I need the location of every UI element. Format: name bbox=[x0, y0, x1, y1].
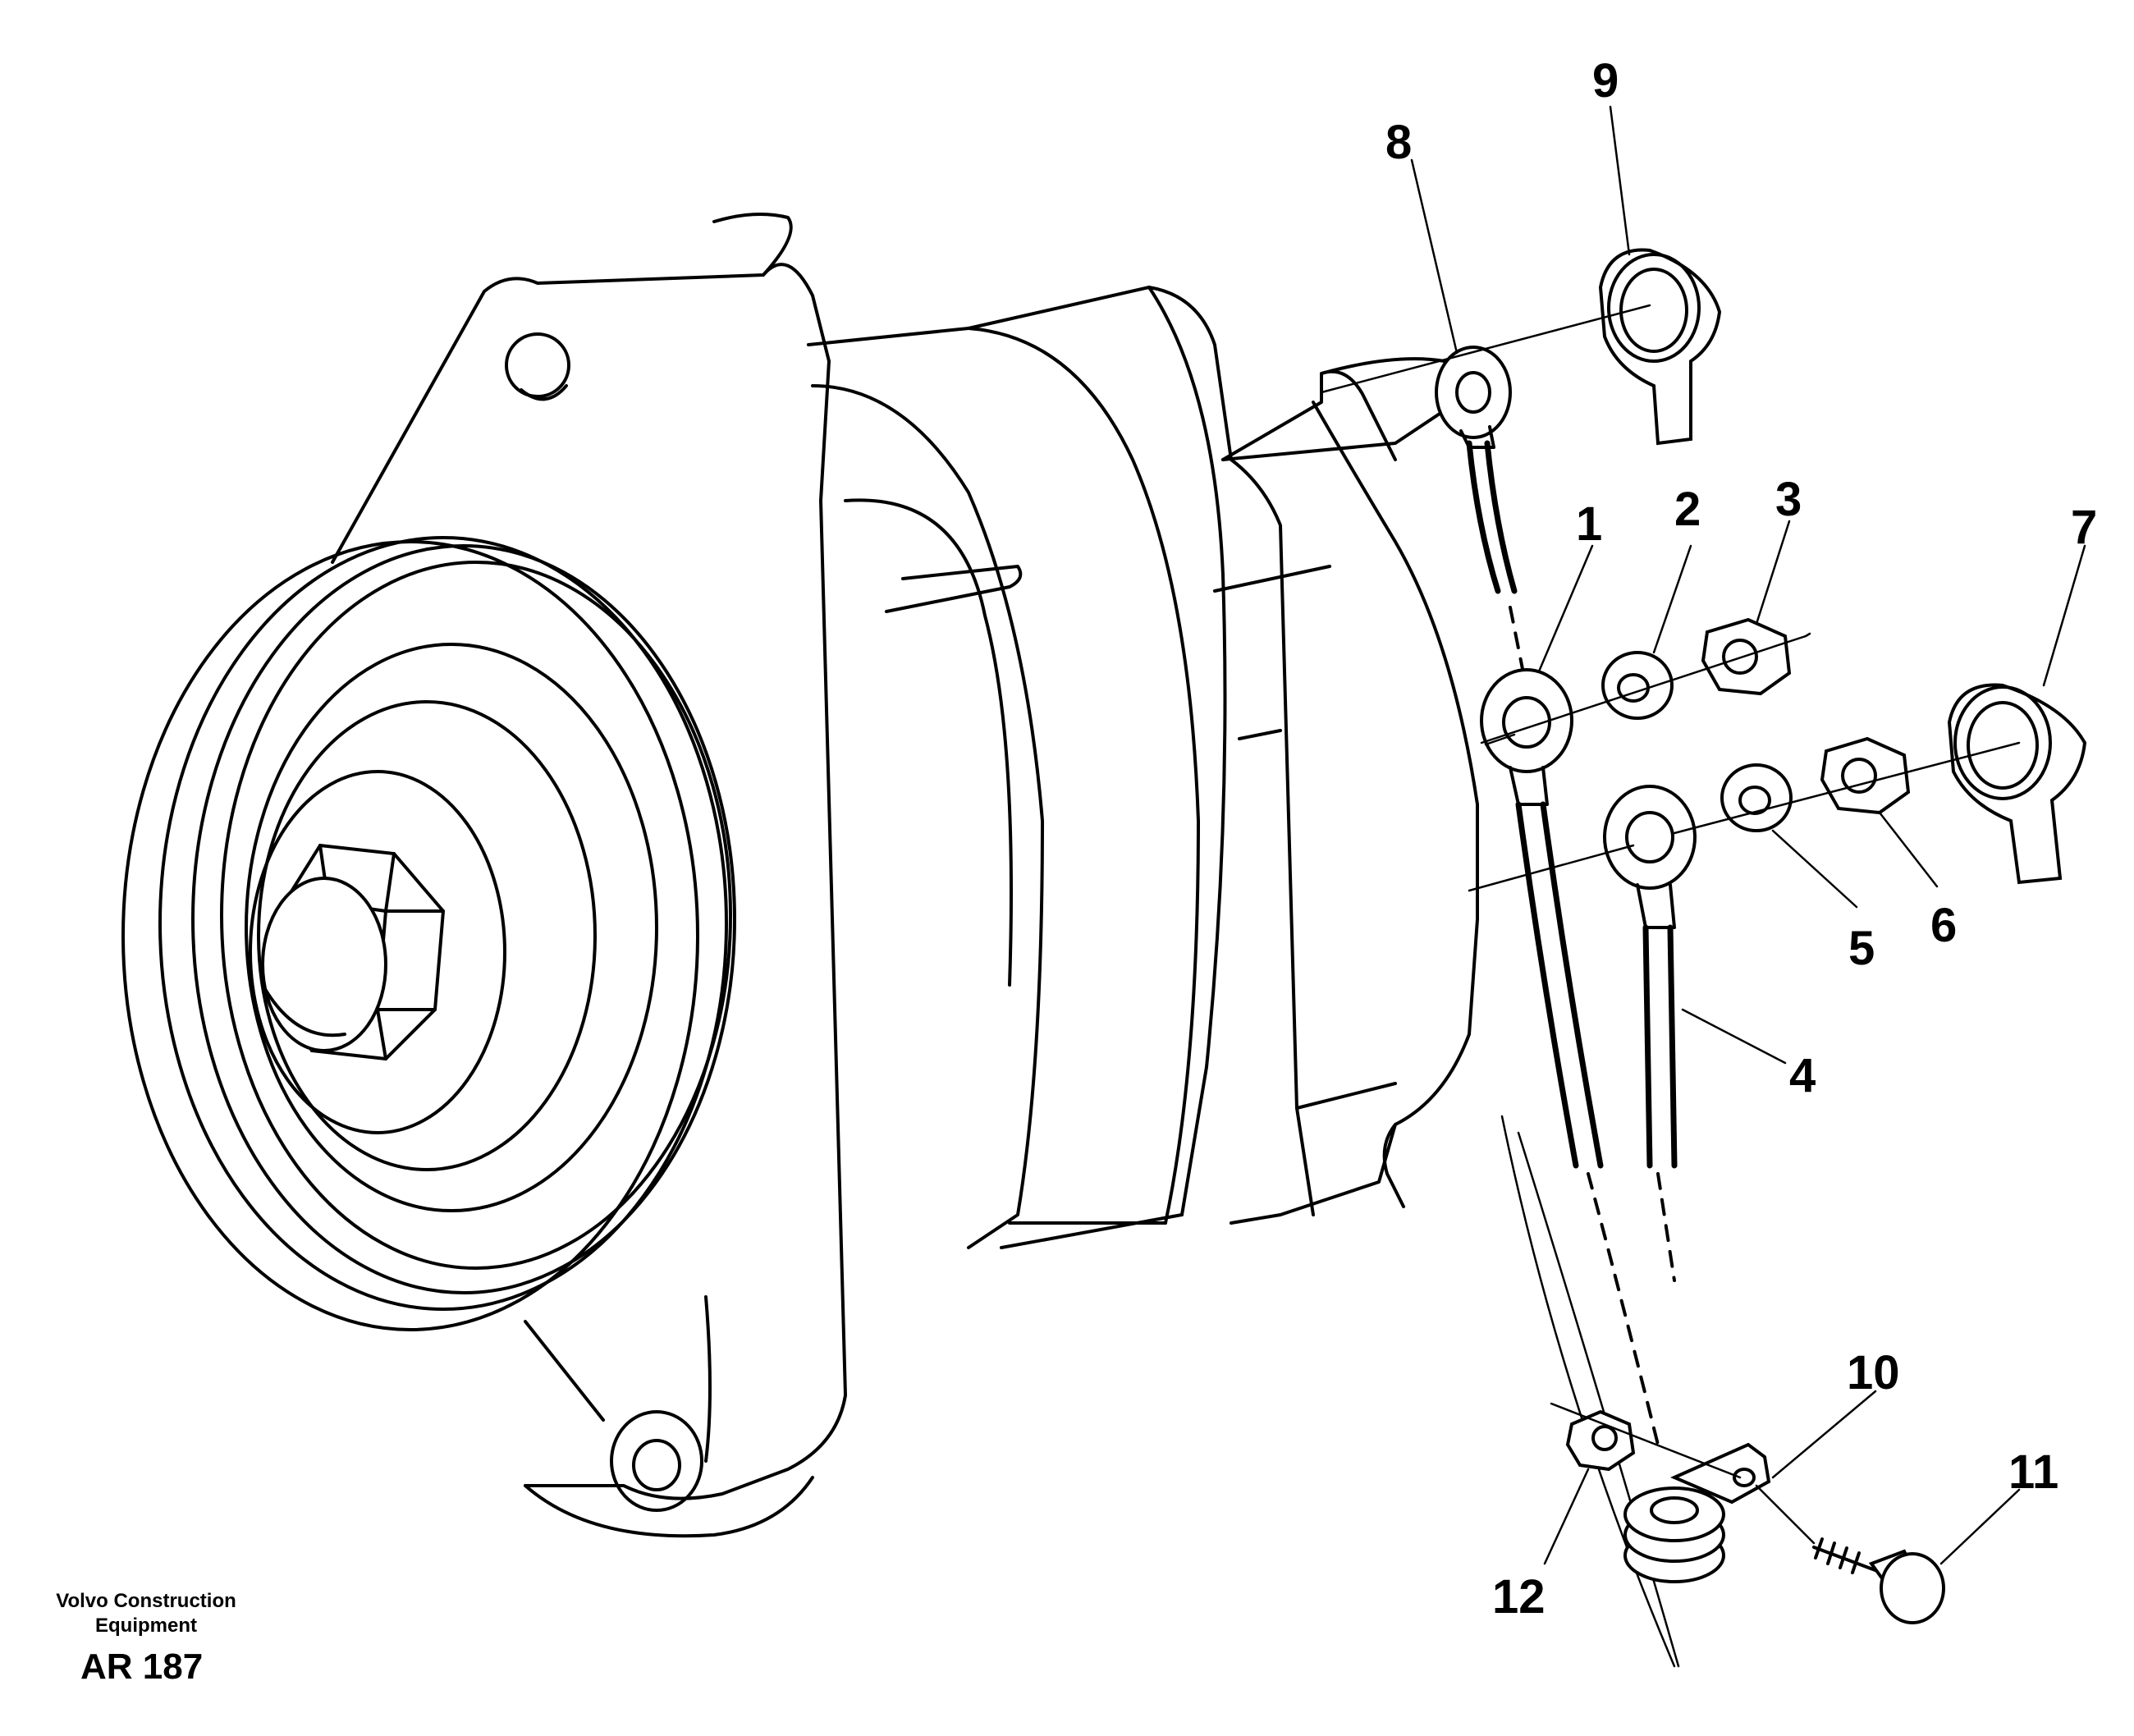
company-name-line1: Volvo Construction bbox=[56, 1590, 236, 1612]
upper-mount-hole bbox=[505, 332, 570, 398]
callout-5: 5 bbox=[1848, 922, 1875, 975]
part-5-washer bbox=[1720, 763, 1793, 832]
leader-6 bbox=[1878, 811, 1939, 888]
callout-11: 11 bbox=[2008, 1445, 2058, 1499]
part-11-bolt bbox=[1812, 1537, 1945, 1624]
callout-4: 4 bbox=[1789, 1049, 1816, 1102]
leader-7 bbox=[2042, 544, 2086, 687]
leader-4 bbox=[1681, 1008, 1787, 1065]
callout-7: 7 bbox=[2071, 501, 2097, 554]
part-6-nut bbox=[1820, 736, 1911, 815]
leader-5 bbox=[1771, 829, 1858, 909]
part-2-washer bbox=[1601, 651, 1674, 720]
assembly-lines bbox=[1320, 304, 2021, 1545]
leader-3 bbox=[1755, 520, 1791, 625]
callouts: 1 2 3 4 5 6 7 8 9 10 11 12 bbox=[1385, 54, 2097, 1624]
callout-9: 9 bbox=[1592, 54, 1619, 108]
callout-3: 3 bbox=[1775, 473, 1802, 526]
figure-code: AR 187 bbox=[80, 1647, 203, 1687]
leader-8 bbox=[1410, 158, 1459, 355]
alternator bbox=[121, 213, 1479, 1538]
callout-1: 1 bbox=[1576, 497, 1602, 551]
part-1-cable-eyelet bbox=[1480, 668, 1573, 806]
part-8-cable-eyelet bbox=[1435, 346, 1512, 449]
callout-8: 8 bbox=[1385, 116, 1412, 169]
callout-6: 6 bbox=[1930, 899, 1957, 952]
footer: Volvo Construction Equipment AR 187 bbox=[56, 1590, 236, 1687]
pulley bbox=[121, 536, 736, 1331]
company-name-line2: Equipment bbox=[95, 1615, 197, 1637]
part-7-insulating-boot bbox=[1947, 683, 2087, 885]
front-flange bbox=[331, 263, 847, 1500]
leader-lines bbox=[1410, 105, 2086, 1565]
leader-9 bbox=[1609, 105, 1631, 256]
leader-12 bbox=[1543, 1468, 1590, 1565]
lower-mount-hole bbox=[632, 1439, 681, 1491]
callout-12: 12 bbox=[1492, 1570, 1546, 1624]
part-9-insulating-boot bbox=[1598, 248, 1722, 446]
part-4-cable-eyelet bbox=[1603, 785, 1697, 929]
stator-housing bbox=[807, 286, 1315, 1216]
leader-2 bbox=[1652, 544, 1692, 654]
lower-mount-boss bbox=[610, 1410, 703, 1512]
part-10-cable-clamp bbox=[1623, 1442, 1771, 1583]
leader-11 bbox=[1939, 1488, 2021, 1565]
callout-10: 10 bbox=[1847, 1346, 1900, 1399]
callout-2: 2 bbox=[1674, 483, 1701, 536]
leader-10 bbox=[1771, 1390, 1877, 1479]
part-12-nut bbox=[1565, 1409, 1636, 1472]
cables bbox=[1466, 440, 1680, 1668]
shaft-end bbox=[261, 877, 387, 1052]
leader-1 bbox=[1537, 544, 1594, 673]
